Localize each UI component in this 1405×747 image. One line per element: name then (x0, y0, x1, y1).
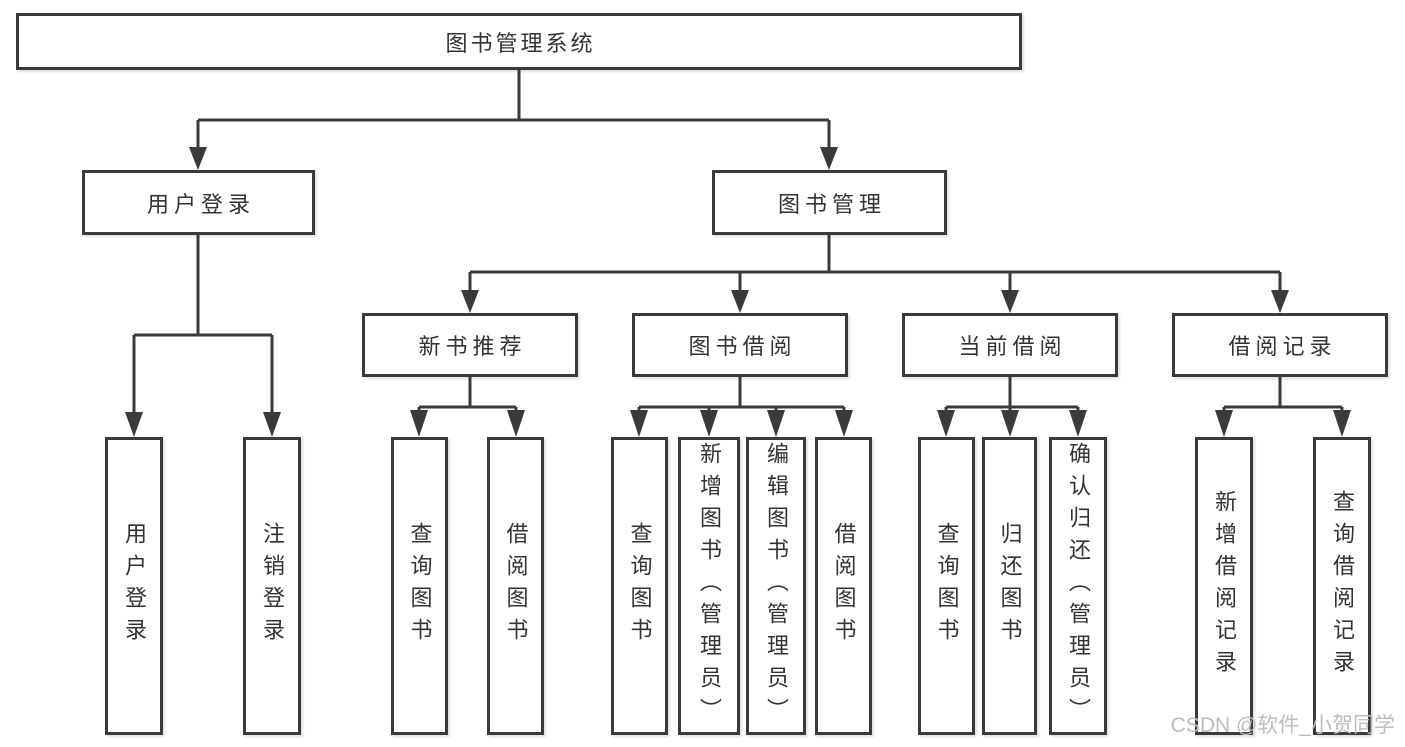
leaf-user-login: 用户登录 (105, 437, 163, 735)
leaf-borrow-books-recommend: 借阅图书 (487, 437, 544, 735)
connector-root-to-level2 (189, 70, 838, 170)
node-book-borrow: 图书借阅 (632, 313, 848, 377)
leaf-query-books-borrow: 查询图书 (611, 437, 668, 735)
connector-book-management-to-level3 (461, 235, 1289, 313)
leaf-add-book-admin: 新增图书（管理员） (678, 437, 740, 735)
leaf-query-books-current: 查询图书 (918, 437, 975, 735)
connector-borrow-records-to-leaves (1215, 377, 1351, 437)
connector-book-borrow-to-leaves (630, 377, 853, 437)
leaf-add-borrow-record: 新增借阅记录 (1195, 437, 1253, 735)
leaf-return-book: 归还图书 (982, 437, 1037, 735)
node-book-management: 图书管理 (712, 170, 947, 235)
leaf-confirm-return-admin: 确认归还（管理员） (1049, 437, 1107, 735)
node-new-book-recommend: 新书推荐 (362, 313, 578, 377)
leaf-logout: 注销登录 (243, 437, 301, 735)
node-user-login: 用户登录 (82, 170, 315, 235)
connector-user-login-to-leaves (125, 235, 281, 437)
leaf-edit-book-admin: 编辑图书（管理员） (746, 437, 806, 735)
node-current-borrow: 当前借阅 (902, 313, 1118, 377)
node-root: 图书管理系统 (16, 13, 1022, 70)
connector-new-book-recommend-to-leaves (410, 377, 525, 437)
leaf-query-borrow-record: 查询借阅记录 (1313, 437, 1371, 735)
connector-current-borrow-to-leaves (937, 377, 1087, 437)
leaf-query-books-recommend: 查询图书 (391, 437, 448, 735)
csdn-watermark: CSDN @软件_小贺同学 (1170, 714, 1395, 737)
leaf-borrow-books: 借阅图书 (815, 437, 872, 735)
node-borrow-records: 借阅记录 (1172, 313, 1388, 377)
